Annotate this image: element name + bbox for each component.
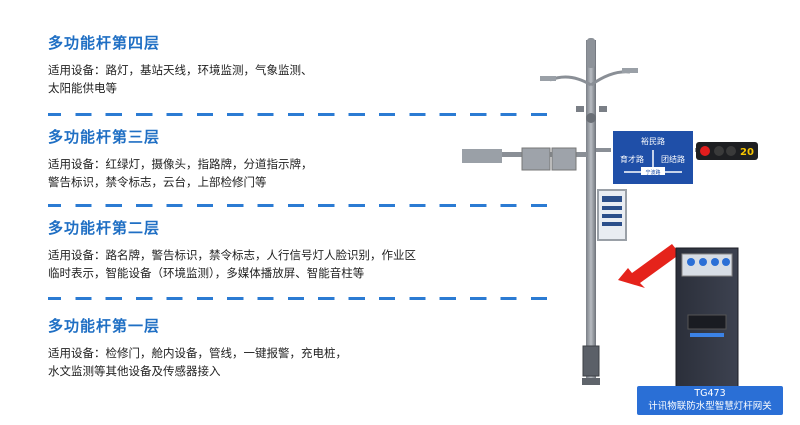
traffic-light-red-icon	[700, 146, 710, 156]
device-model: TG473	[694, 388, 726, 399]
camera-left-icon	[576, 106, 584, 112]
device-caption: TG473 计讯物联防水型智慧灯杆网关	[637, 386, 783, 415]
camera-right-icon	[599, 106, 607, 112]
sign-box-1	[521, 147, 551, 171]
layer-3-desc: 适用设备：红绿灯，摄像头，指路牌，分道指示牌，警告标识，禁令标志，云台，上部检修…	[48, 157, 313, 189]
signal-countdown: 20	[740, 147, 754, 158]
divider-1	[48, 113, 548, 116]
layer-4-section: 多功能杆第四层 适用设备：路灯，基站天线，环境监测，气象监测、太阳能供电等	[48, 32, 468, 97]
sign-left-label: 育才路	[620, 154, 644, 164]
layer-1-desc: 适用设备：检修门，舱内设备，管线，一键报警，充电桩，水文监测等其他设备及传感器接…	[48, 346, 347, 378]
layer-1-section: 多功能杆第一层 适用设备：检修门，舱内设备，管线，一键报警，充电桩，水文监测等其…	[48, 315, 468, 380]
layer-2-title: 多功能杆第二层	[48, 219, 161, 237]
sign-right-label: 团结路	[661, 154, 685, 164]
sign-box-2	[551, 147, 577, 171]
lamp-left-icon	[540, 76, 556, 81]
layer-3-title: 多功能杆第三层	[48, 128, 161, 146]
layer-4-title: 多功能杆第四层	[48, 34, 161, 52]
device-panel	[687, 314, 727, 330]
divider-3	[48, 297, 548, 300]
antenna-icon	[587, 38, 595, 68]
connector-icon	[687, 258, 695, 266]
device-name: 计讯物联防水型智慧灯杆网关	[648, 401, 772, 412]
lamp-right-icon	[622, 68, 638, 73]
layer-3-section: 多功能杆第三层 适用设备：红绿灯，摄像头，指路牌，分道指示牌，警告标识，禁令标志…	[48, 126, 468, 191]
divider-2	[48, 204, 548, 207]
pole-shaft	[586, 40, 596, 385]
layer-2-desc: 适用设备：路名牌，警告标识，禁令标志，人行信号灯人脸识别，作业区临时表示，智能设…	[48, 248, 416, 280]
sign-bottom-label: 宁波路	[645, 169, 660, 176]
access-door	[582, 345, 600, 377]
layer-1-title: 多功能杆第一层	[48, 317, 161, 335]
arrow-icon	[618, 244, 680, 288]
sign-top-label: 裕民路	[641, 136, 665, 146]
layer-4-desc: 适用设备：路灯，基站天线，环境监测，气象监测、太阳能供电等	[48, 63, 313, 95]
pedestrian-icon	[726, 146, 736, 156]
layer-2-section: 多功能杆第二层 适用设备：路名牌，警告标识，禁令标志，人行信号灯人脸识别，作业区…	[48, 217, 468, 282]
dome-camera-icon	[586, 113, 596, 123]
pole-base	[582, 378, 600, 385]
